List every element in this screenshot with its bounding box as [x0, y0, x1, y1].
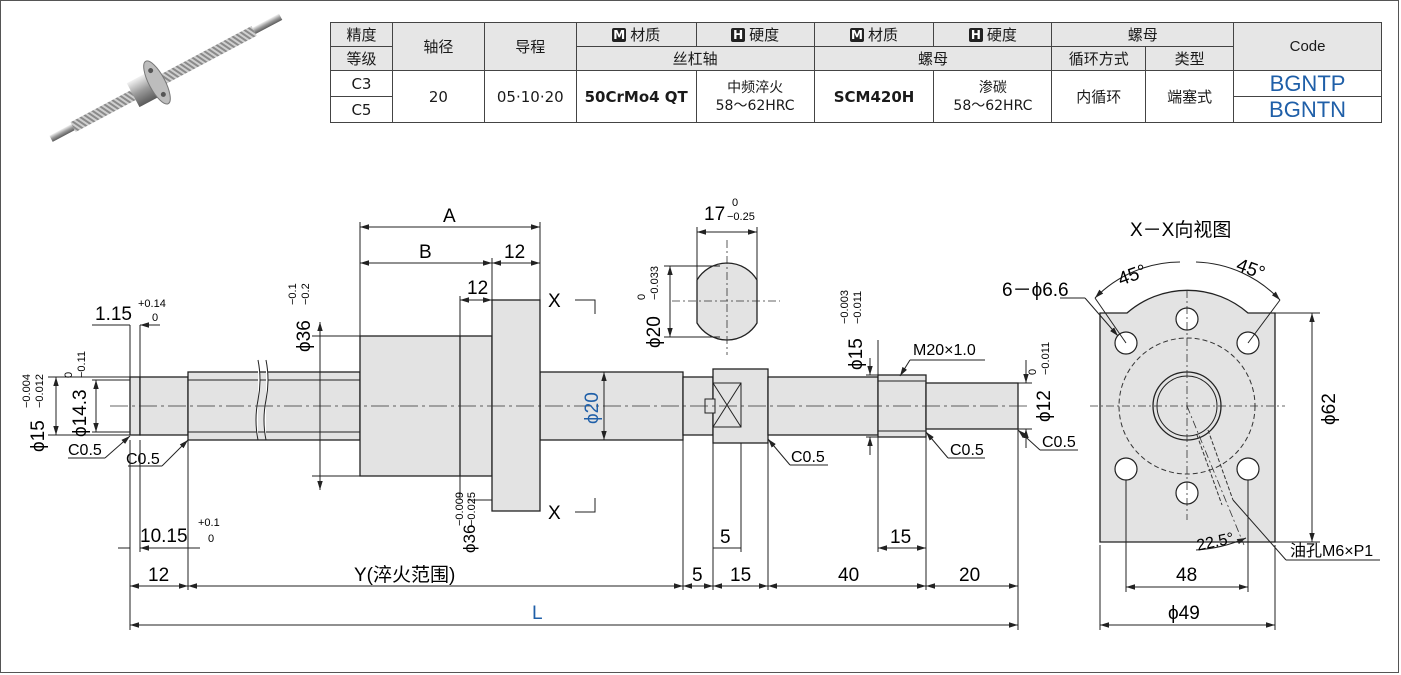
dim-48: 48: [1176, 565, 1197, 586]
dim-10-15: 10.15: [140, 526, 188, 547]
svg-text:−0.011: −0.011: [852, 291, 864, 324]
svg-text:0: 0: [636, 294, 648, 300]
hdr-code: Code: [1233, 22, 1382, 71]
svg-text:0: 0: [63, 372, 75, 378]
dim-phi12: ϕ12: [1034, 390, 1055, 422]
cell-dia: 20: [391, 70, 485, 123]
dim-12-top: 12: [504, 242, 525, 263]
cell-nut-material: SCM420H: [813, 70, 935, 123]
m-mark-icon: M: [612, 27, 627, 42]
flange-view: [1090, 289, 1285, 546]
hdr-precision: 精度: [330, 22, 393, 47]
chamfer-left: C0.5: [68, 442, 102, 459]
dim-L: L: [532, 603, 543, 624]
svg-text:0: 0: [152, 312, 158, 324]
flat-section: [664, 227, 780, 355]
svg-text:0: 0: [1027, 369, 1039, 375]
svg-text:−0.009: −0.009: [454, 492, 466, 526]
svg-text:−0.012: −0.012: [34, 374, 46, 408]
dim-17: 17: [704, 204, 725, 225]
thread-m20: M20×1.0: [913, 342, 976, 359]
dim-12-nut: 12: [467, 278, 488, 299]
view-title: X－X向视图: [1130, 219, 1231, 241]
shaft-outline: [129, 299, 1019, 512]
dim-40: 40: [838, 565, 859, 586]
cell-circulation: 内循环: [1051, 70, 1147, 123]
svg-text:+0.14: +0.14: [138, 298, 166, 310]
dim-phi14-3: ϕ14.3: [70, 389, 91, 437]
dim-phi49: ϕ49: [1168, 603, 1200, 624]
svg-text:−0.004: −0.004: [21, 374, 33, 408]
hdr-type: 类型: [1145, 46, 1235, 71]
chamfer-right: C0.5: [1042, 434, 1076, 451]
svg-text:0: 0: [732, 197, 738, 209]
chamfer-thread: C0.5: [950, 442, 984, 459]
section-mark-bottom: X: [548, 503, 561, 524]
svg-text:−0.2: −0.2: [300, 283, 312, 305]
svg-text:−0.25: −0.25: [727, 211, 755, 223]
dim-phi62: ϕ62: [1319, 393, 1340, 425]
dim-12: 12: [148, 565, 169, 586]
svg-text:−0.025: −0.025: [466, 492, 478, 526]
h-mark-icon: H: [731, 27, 746, 42]
chamfer-left-2: C0.5: [126, 451, 160, 468]
hdr-nut-group: 螺母: [1051, 22, 1235, 47]
section-mark-top: X: [548, 291, 561, 312]
svg-text:−0.003: −0.003: [839, 290, 851, 324]
dim-15b: 15: [890, 527, 911, 548]
svg-text:−0.011: −0.011: [1040, 342, 1052, 375]
oil-hole-label: 油孔M6×P1: [1290, 542, 1373, 560]
cell-shaft-material: 50CrMo4 QT: [575, 70, 697, 123]
angle-45-left: 45°: [1115, 261, 1149, 291]
dim-A: A: [443, 206, 456, 227]
code-link-bgntp[interactable]: BGNTP: [1233, 70, 1382, 97]
svg-text:−0.1: −0.1: [287, 283, 299, 305]
svg-text:+0.1: +0.1: [198, 517, 220, 529]
dim-5b: 5: [720, 527, 731, 548]
svg-text:0: 0: [208, 533, 214, 545]
angle-45-right: 45°: [1233, 255, 1267, 285]
dim-phi20b: ϕ20: [644, 316, 665, 348]
dim-5: 5: [692, 565, 703, 586]
dim-phi20: ϕ20: [582, 392, 603, 424]
holes-label: 6－ϕ6.6: [1002, 280, 1069, 301]
code-link-bgntn[interactable]: BGNTN: [1233, 96, 1382, 123]
cell-grade-c5: C5: [330, 96, 393, 123]
dim-15: 15: [730, 565, 751, 586]
dim-1-15: 1.15: [95, 304, 132, 325]
cell-lead: 05·10·20: [483, 70, 577, 123]
dim-phi36: ϕ36: [294, 320, 315, 352]
dim-Y: Y(淬火范围): [354, 564, 455, 586]
cell-grade-c3: C3: [330, 70, 393, 97]
svg-text:−0.11: −0.11: [76, 351, 88, 378]
dim-phi36b: ϕ36: [460, 525, 479, 553]
dim-20: 20: [959, 565, 980, 586]
h-mark-icon: H: [968, 27, 983, 42]
hdr-lead: 导程: [483, 22, 577, 71]
svg-text:−0.033: −0.033: [649, 266, 661, 300]
dim-phi15: ϕ15: [28, 420, 49, 452]
dim-B: B: [419, 242, 432, 263]
dim-phi15b: ϕ15: [846, 338, 867, 370]
ball-screw-photo: [49, 13, 283, 142]
m-mark-icon: M: [850, 27, 864, 42]
chamfer-flat: C0.5: [791, 449, 825, 466]
